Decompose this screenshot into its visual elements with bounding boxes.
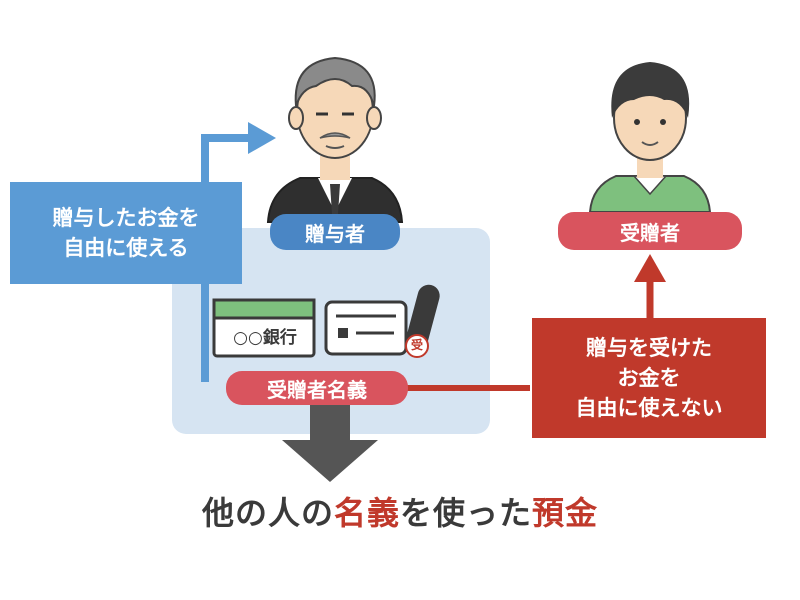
giver-label: 贈与者 [270,214,400,250]
caption-part-1: 他の人の [201,494,334,532]
blue-arrow-head [248,122,276,154]
red-arrow-head [634,254,666,282]
seal-character: 受 [410,338,423,352]
caption-part-2: 名義 [333,494,400,532]
caption: 他の人の名義を使った預金 [0,488,800,534]
blue-arrow-line [201,134,248,382]
right-box-line-3: 自由に使えない [575,396,723,420]
right-box-line-2: お金を [617,366,681,390]
right-info-box: 贈与を受けた お金を 自由に使えない [532,318,766,438]
seal-icon [405,284,440,358]
bankbook-icon [212,298,316,358]
receiver-figure [588,62,712,213]
receiver-label: 受贈者 [558,212,742,250]
giver-figure [266,56,404,223]
left-box-line-2: 自由に使える [63,236,189,260]
left-info-box: 贈与したお金を 自由に使える [10,182,242,284]
left-box-line-1: 贈与したお金を [52,206,200,230]
card-icon [324,300,408,356]
caption-part-4: 預金 [532,494,599,532]
caption-part-3: を使った [400,494,533,532]
bankbook-bank-name: ○○銀行 [233,328,297,348]
right-box-line-1: 贈与を受けた [586,336,712,360]
down-arrow-head [282,440,378,482]
account-holder-label: 受贈者名義 [226,371,408,405]
down-arrow-shaft [310,400,350,440]
